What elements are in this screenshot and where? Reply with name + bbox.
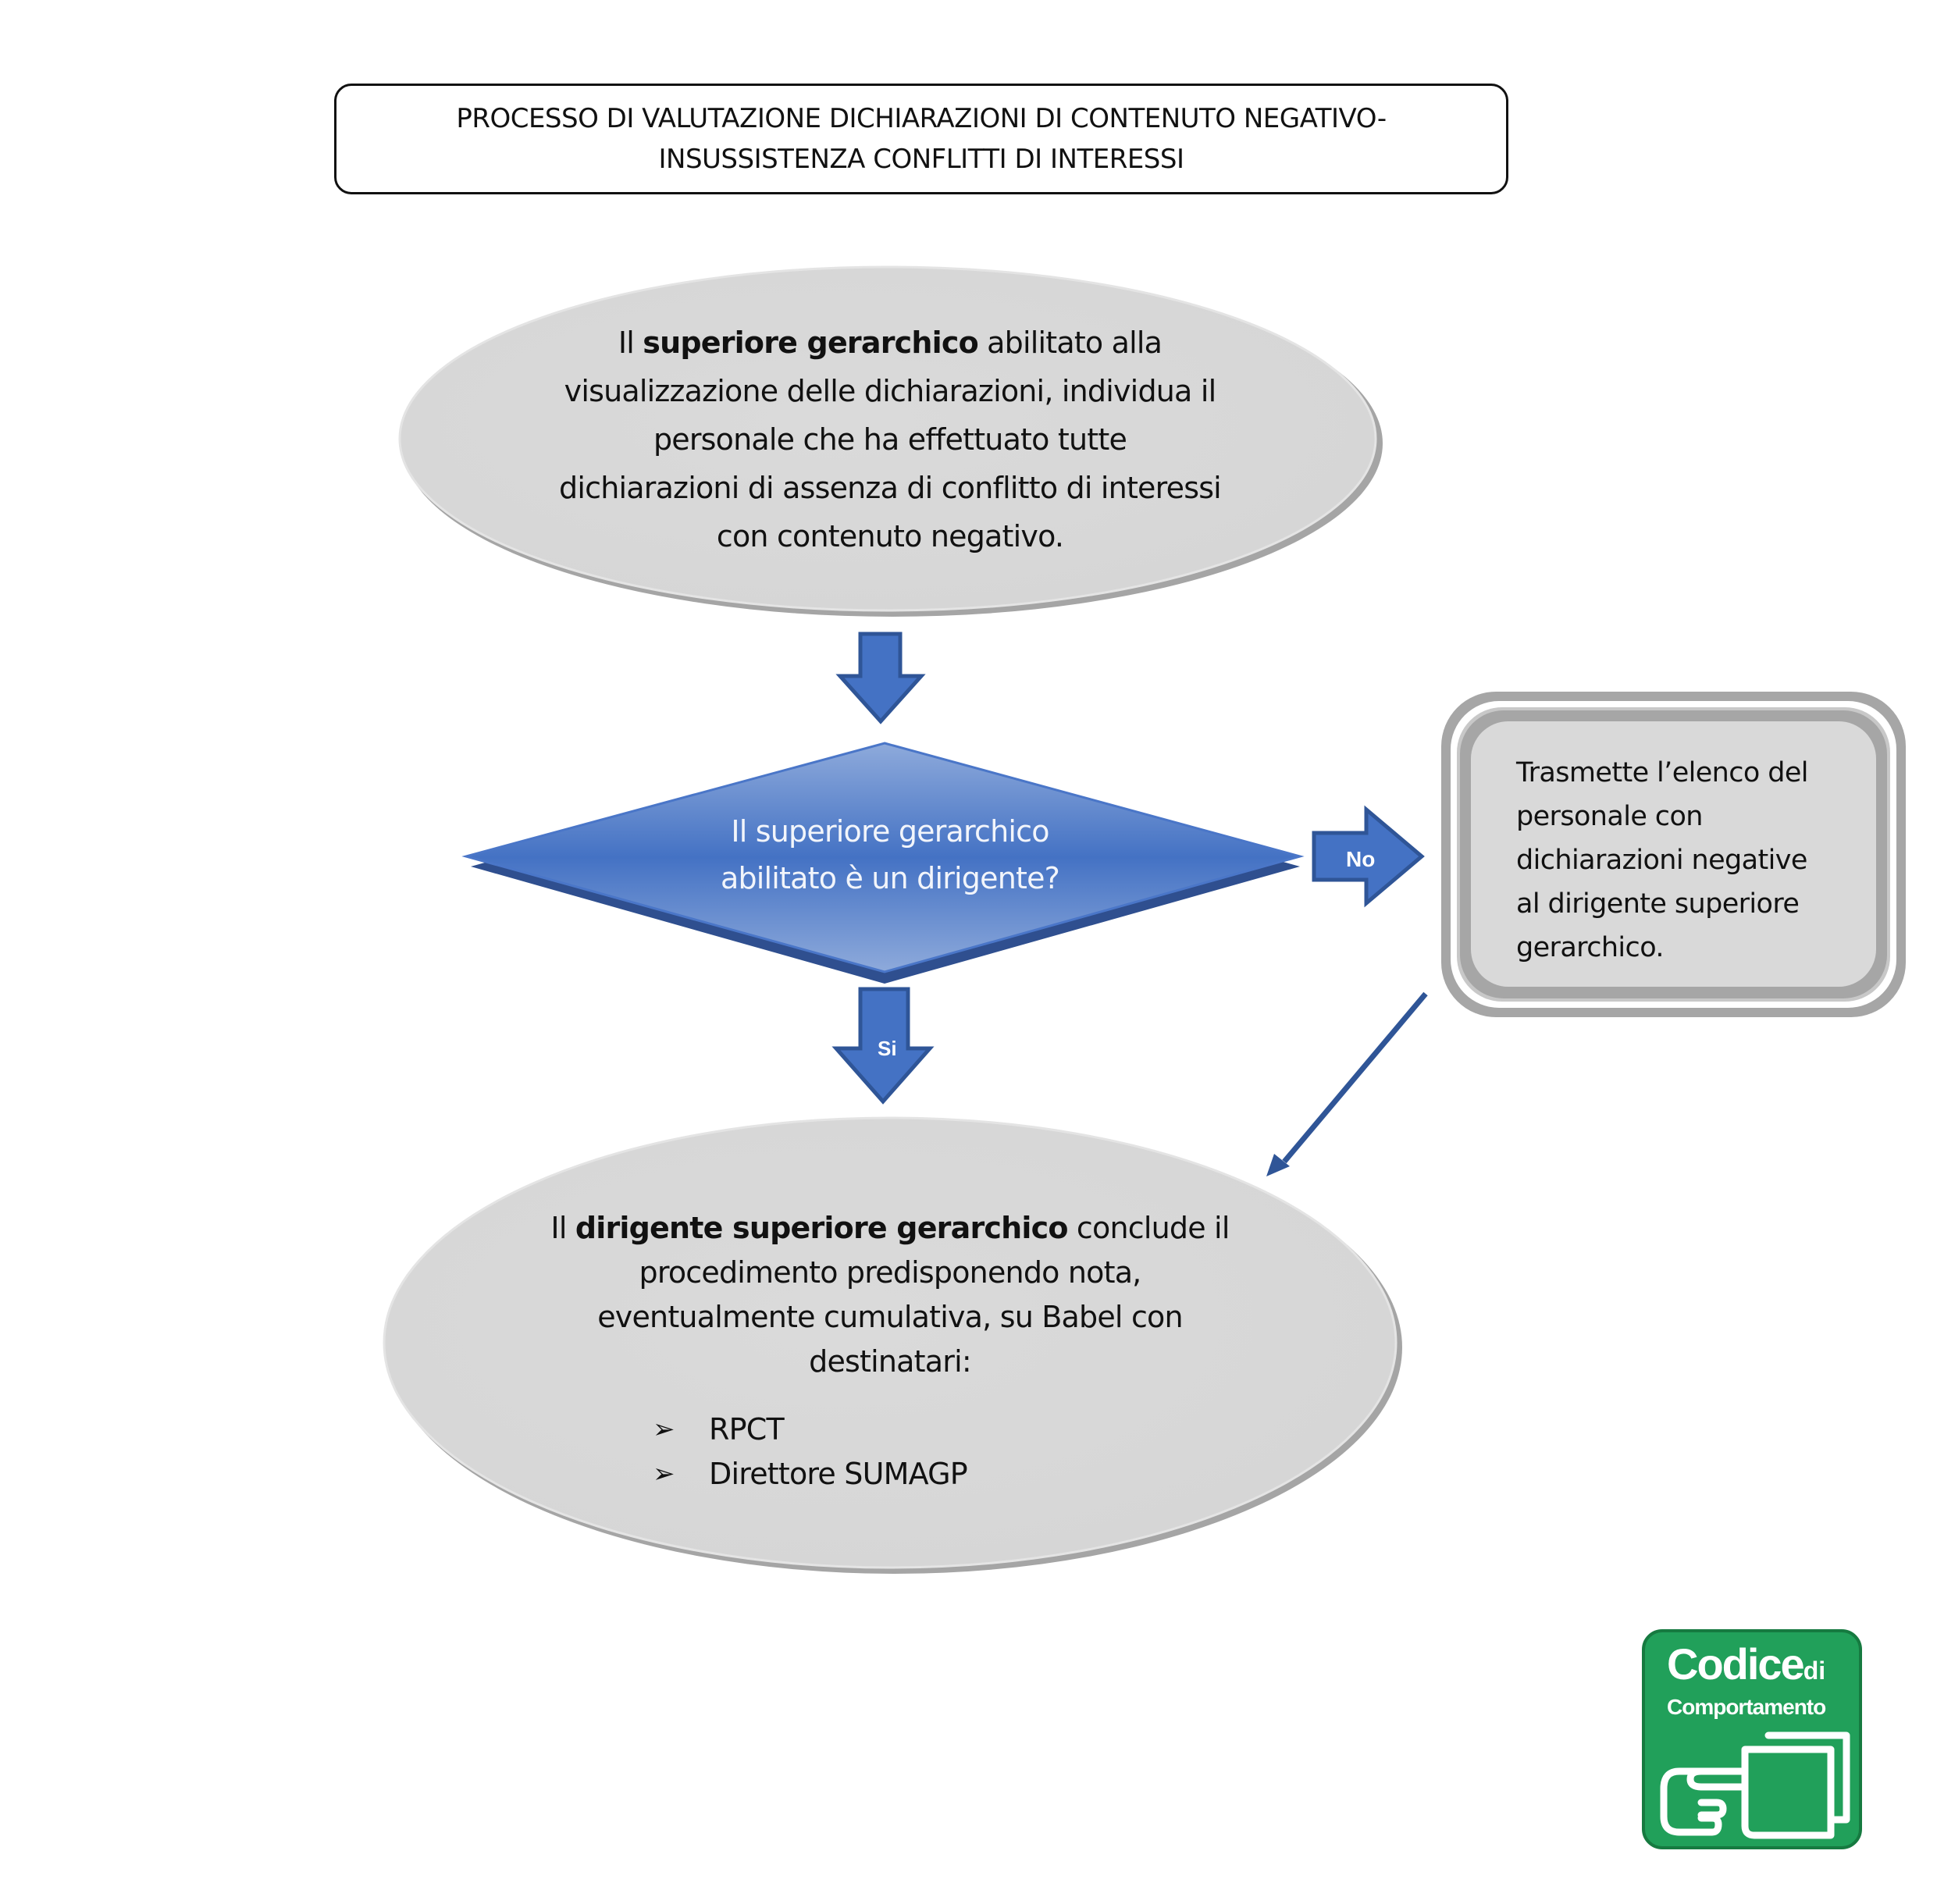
start-node-ellipse: [398, 265, 1377, 612]
recipient-label: RPCT: [709, 1412, 785, 1447]
down-arrow-icon: [835, 632, 926, 724]
transmit-line-5: gerarchico.: [1516, 932, 1665, 963]
start-line-3: personale che ha effettuato tutte: [653, 422, 1127, 457]
si-arrow-icon: [831, 987, 935, 1105]
transmit-node: [1441, 692, 1906, 1017]
transmit-box-fill: [1471, 721, 1876, 987]
page-title: PROCESSO DI VALUTAZIONE DICHIARAZIONI DI…: [334, 84, 1508, 194]
recipient-item: ➢ Direttore SUMAGP: [653, 1452, 968, 1497]
recipients-list: ➢ RPCT ➢ Direttore SUMAGP: [653, 1408, 968, 1497]
no-arrow-icon: [1312, 805, 1425, 908]
decision-line-2: abilitato è un dirigente?: [720, 861, 1060, 895]
end-line-1: Il dirigente superiore gerarchico conclu…: [500, 1206, 1280, 1251]
no-label: No: [1346, 847, 1376, 871]
start-prefix: Il: [618, 326, 643, 360]
logo-subtitle: Comportamento: [1667, 1695, 1826, 1719]
arrow-bullet-icon: ➢: [653, 1458, 675, 1489]
transmit-line-4: al dirigente superiore: [1516, 888, 1800, 920]
end-prefix: Il: [550, 1211, 575, 1245]
recipient-label: Direttore SUMAGP: [709, 1457, 968, 1491]
recipient-item: ➢ RPCT: [653, 1408, 967, 1452]
end-line-4: destinatari:: [809, 1344, 972, 1379]
decision-line-1: Il superiore gerarchico: [731, 814, 1049, 849]
start-rest: abilitato alla: [977, 326, 1163, 360]
start-line-5: con contenuto negativo.: [716, 519, 1064, 553]
start-line-1: Il superiore gerarchico abilitato alla: [500, 319, 1280, 367]
start-node: [398, 265, 1383, 617]
decision-node: [461, 742, 1305, 984]
end-line-2: procedimento predisponendo nota,: [639, 1255, 1142, 1290]
start-line-2: visualizzazione delle dichiarazioni, ind…: [564, 374, 1217, 408]
decision-node-diamond: [461, 742, 1305, 973]
end-line-3: eventualmente cumulativa, su Babel con: [597, 1300, 1183, 1334]
title-line-2: INSUSSISTENZA CONFLITTI DI INTERESSI: [658, 144, 1184, 175]
end-rest: conclude il: [1067, 1211, 1230, 1245]
si-label: Si: [878, 1037, 897, 1060]
end-node: [383, 1116, 1402, 1574]
connector-arrowhead-icon: [1266, 1154, 1290, 1176]
codice-comportamento-logo: Codicedi Comportamento: [1642, 1629, 1862, 1849]
end-bold-role: dirigente superiore gerarchico: [575, 1211, 1069, 1245]
arrow-bullet-icon: ➢: [653, 1414, 675, 1445]
logo-title-main: Codice: [1667, 1639, 1805, 1689]
title-line-1: PROCESSO DI VALUTAZIONE DICHIARAZIONI DI…: [456, 103, 1387, 134]
start-bold-role: superiore gerarchico: [643, 326, 978, 360]
logo-title-di: di: [1803, 1657, 1826, 1685]
transmit-line-3: dichiarazioni negative: [1516, 845, 1807, 876]
start-node-text: Il superiore gerarchico abilitato alla v…: [500, 319, 1280, 561]
end-node-ellipse: [383, 1116, 1398, 1569]
start-line-4: dichiarazioni di assenza di conflitto di…: [559, 471, 1222, 505]
connector-arrow: [1266, 991, 1428, 1176]
transmit-line-1: Trasmette l’elenco del: [1516, 757, 1809, 788]
connector-line: [1282, 991, 1428, 1164]
pointing-hand-document-icon: [1660, 1731, 1850, 1839]
transmit-node-text: Trasmette l’elenco del personale con dic…: [1516, 751, 1844, 970]
logo-title: Codicedi: [1667, 1639, 1825, 1689]
decision-node-text: Il superiore gerarchico abilitato è un d…: [671, 808, 1109, 902]
transmit-line-2: personale con: [1516, 801, 1703, 832]
end-node-text: Il dirigente superiore gerarchico conclu…: [500, 1206, 1280, 1384]
